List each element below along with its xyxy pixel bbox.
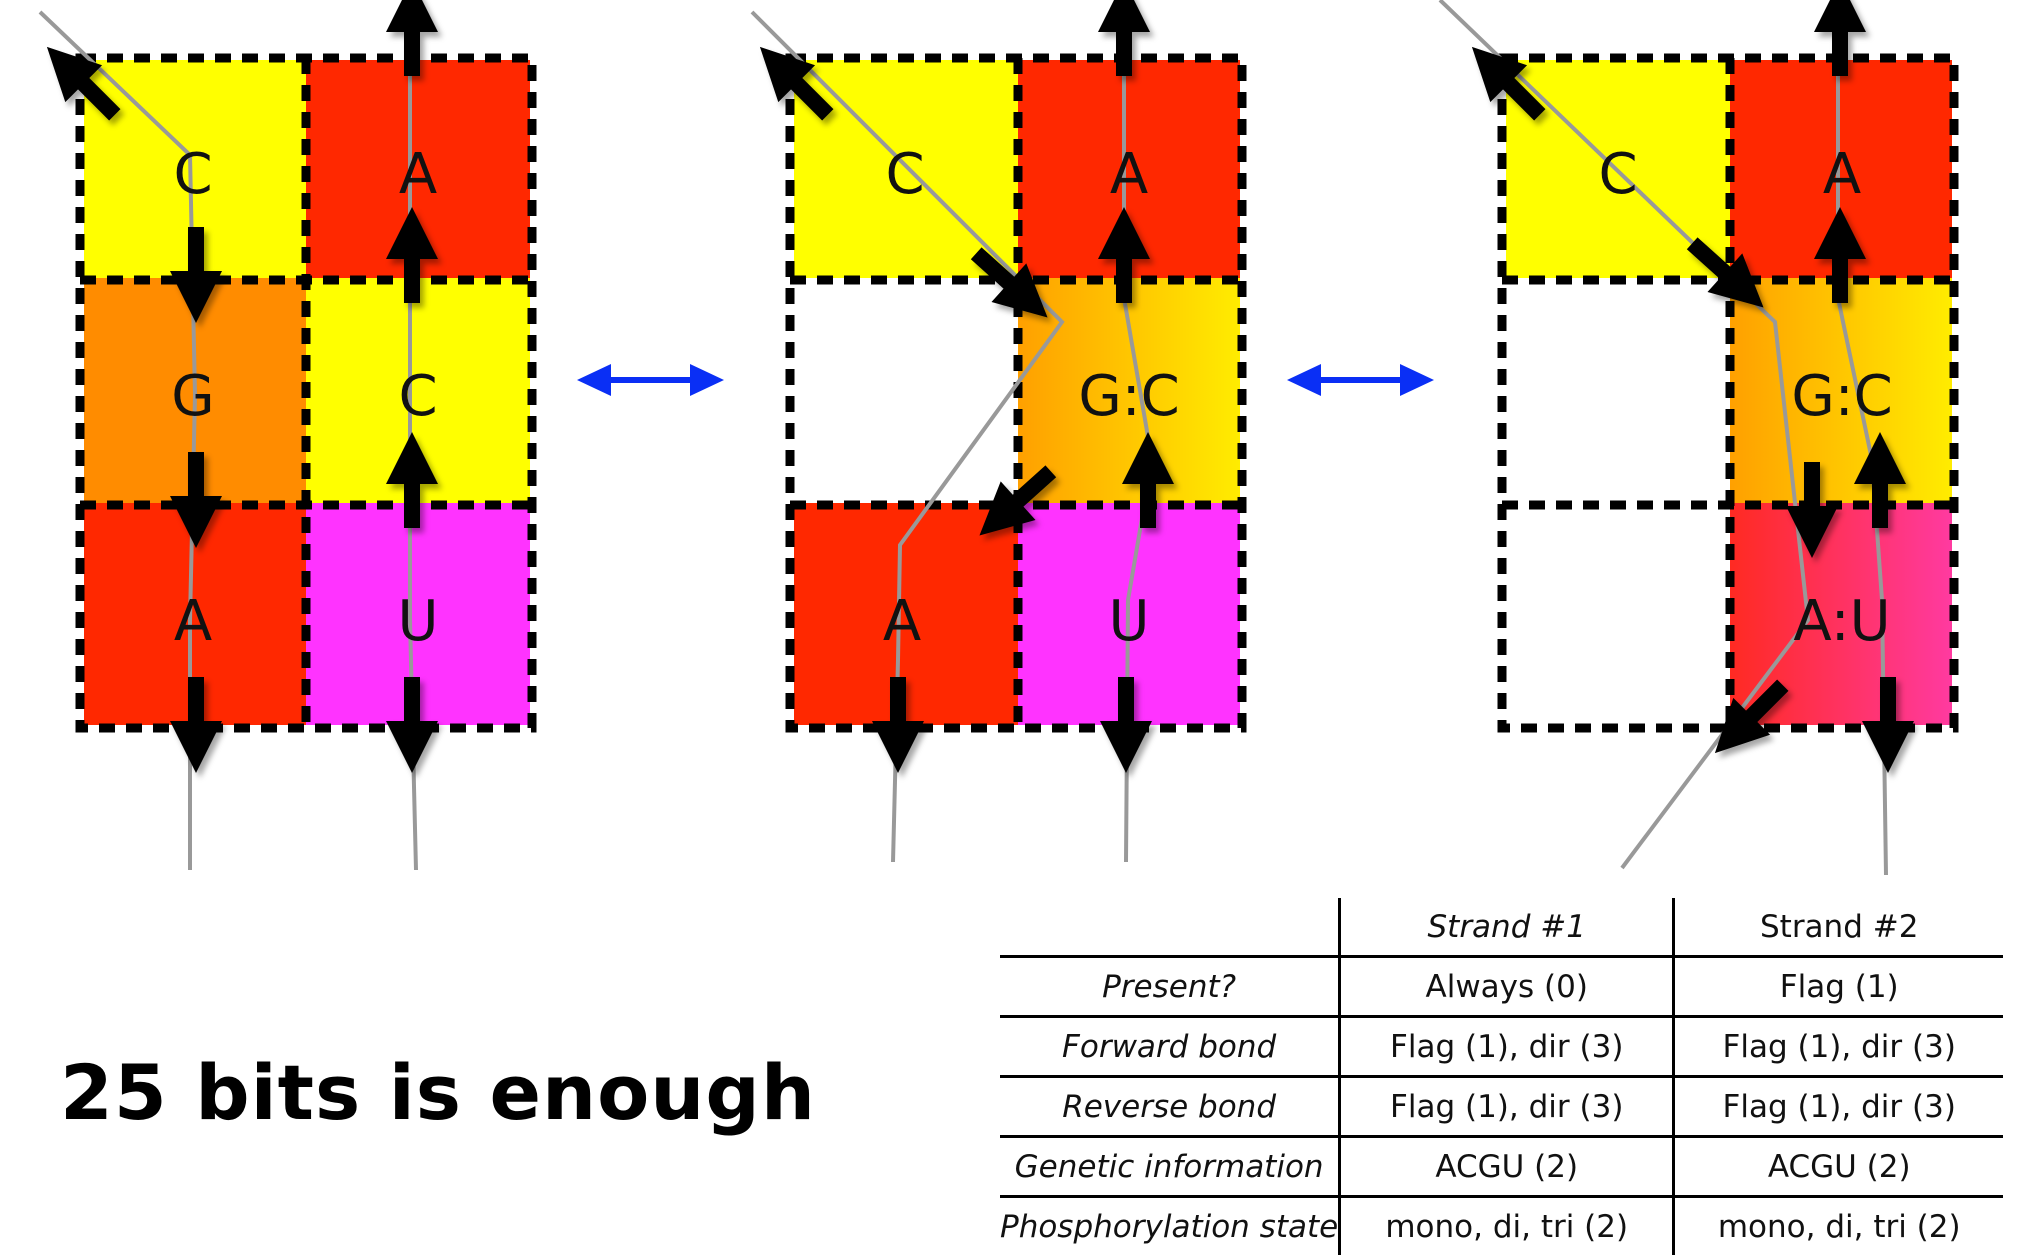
panel-2: C A G:C A U <box>742 0 1242 862</box>
cell-letter: A <box>399 142 437 207</box>
strand-2-cell: ACGU (2) <box>1674 1137 2004 1197</box>
cell-letter: A <box>883 589 921 654</box>
table-row: Genetic information ACGU (2) ACGU (2) <box>1000 1137 2003 1197</box>
table-row: Phosphorylation state mono, di, tri (2) … <box>1000 1197 2003 1255</box>
strand-2-cell: mono, di, tri (2) <box>1674 1197 2004 1255</box>
headline: 25 bits is enough <box>60 1048 816 1137</box>
strand-1-cell: ACGU (2) <box>1340 1137 1674 1197</box>
cell-letter: C <box>398 364 437 429</box>
cell-letter: U <box>1109 589 1150 654</box>
panel-3: C A G:C A:U <box>1440 0 1954 875</box>
cell-3-3 <box>1506 278 1730 503</box>
cell-letter: U <box>398 589 439 654</box>
double-arrow-icon <box>1287 364 1434 396</box>
strand-1-cell: Flag (1), dir (3) <box>1340 1017 1674 1077</box>
cell-letter: C <box>173 142 212 207</box>
cell-letter: A <box>174 589 212 654</box>
table-row: Present? Always (0) Flag (1) <box>1000 957 2003 1017</box>
strand-1-cell: Always (0) <box>1340 957 1674 1017</box>
strand-1-cell: Flag (1), dir (3) <box>1340 1077 1674 1137</box>
row-label: Genetic information <box>1000 1137 1340 1197</box>
cell-letter: C <box>1598 142 1637 207</box>
cell-letter: A <box>1110 142 1148 207</box>
table-row: Forward bond Flag (1), dir (3) Flag (1),… <box>1000 1017 2003 1077</box>
panel-1: C A G C A U <box>29 0 532 870</box>
cell-letter: C <box>885 142 924 207</box>
cell-letter: G <box>171 364 214 429</box>
header-empty <box>1000 898 1340 957</box>
row-label: Phosphorylation state <box>1000 1197 1340 1255</box>
row-label: Forward bond <box>1000 1017 1340 1077</box>
cell-2-3 <box>794 278 1018 503</box>
cell-letter: A:U <box>1793 589 1890 654</box>
row-label: Reverse bond <box>1000 1077 1340 1137</box>
bit-allocation-table: Strand #1 Strand #2 Present? Always (0) … <box>1000 898 2003 1255</box>
column-header-strand-2: Strand #2 <box>1674 898 2004 957</box>
row-label: Present? <box>1000 957 1340 1017</box>
double-arrow-icon <box>577 364 724 396</box>
cell-3-5 <box>1506 503 1730 725</box>
strand-2-cell: Flag (1), dir (3) <box>1674 1077 2004 1137</box>
cell-letter: G:C <box>1791 364 1892 429</box>
column-header-strand-1: Strand #1 <box>1340 898 1674 957</box>
cell-letter: A <box>1823 142 1861 207</box>
cell-letter: G:C <box>1078 364 1179 429</box>
strand-2-cell: Flag (1), dir (3) <box>1674 1017 2004 1077</box>
table-header-row: Strand #1 Strand #2 <box>1000 898 2003 957</box>
strand-1-cell: mono, di, tri (2) <box>1340 1197 1674 1255</box>
strand-2-cell: Flag (1) <box>1674 957 2004 1017</box>
table-row: Reverse bond Flag (1), dir (3) Flag (1),… <box>1000 1077 2003 1137</box>
